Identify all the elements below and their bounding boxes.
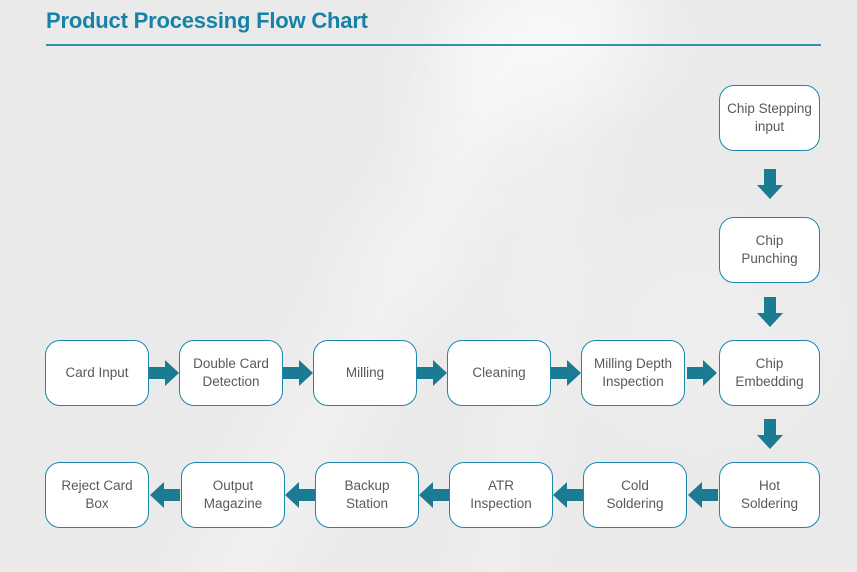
flow-node-label-line: Output [212,478,254,493]
flow-node-label: Cleaning [472,364,525,382]
flow-node-label-line: Chip [755,356,784,371]
flow-node-cleaning[interactable]: Cleaning [447,340,551,406]
flow-node-label-line: Cleaning [472,365,526,380]
flow-node-label-line: Card Input [65,365,129,380]
flow-node-label: Milling [346,364,384,382]
flow-node-atr-inspection[interactable]: ATR Inspection [449,462,553,528]
flow-node-label-line: Soldering [740,496,799,511]
flow-node-label-line: Cold [621,478,649,493]
flow-arrow-right-cleaning-to-milling-depth-inspection [551,360,581,386]
flow-arrow-down-chip-embedding-to-hot-soldering [757,419,783,449]
flow-arrow-down-chip-stepping-input-to-chip-punching [757,169,783,199]
flow-arrow-left-backup-station-to-output-magazine [285,482,315,508]
flow-node-label-line: Detection [202,374,260,389]
flow-node-card-input[interactable]: Card Input [45,340,149,406]
flow-arrow-right-milling-to-cleaning [417,360,447,386]
title-underline-rule [46,44,821,46]
flow-arrow-left-hot-soldering-to-cold-soldering [688,482,718,508]
flow-node-label-line: Milling [345,365,385,380]
flow-node-label-line: Milling Depth [593,356,673,371]
flow-node-label-line: Hot [758,478,780,493]
flow-node-label-line: input [754,119,785,134]
flow-node-label-line: Punching [741,251,798,266]
flow-node-label-line: ATR [487,478,514,493]
flow-arrow-right-milling-depth-inspection-to-chip-embedding [687,360,717,386]
flow-node-label-line: Soldering [606,496,664,511]
flow-node-label-line: Double Card [193,356,269,371]
flow-node-label: Card Input [65,364,128,382]
page-title: Product Processing Flow Chart [46,8,368,33]
flow-node-milling[interactable]: Milling [313,340,417,406]
flow-node-label-line: Inspection [602,374,664,389]
flow-arrow-right-card-input-to-double-card-detection [149,360,179,386]
flow-arrow-left-output-magazine-to-reject-card-box [150,482,180,508]
flow-node-label-line: Chip Stepping [727,101,812,116]
flow-arrow-down-chip-punching-to-chip-embedding [757,297,783,327]
flow-arrow-left-atr-inspection-to-backup-station [419,482,449,508]
flow-node-label-line: Box [85,496,109,511]
flow-node-label-line: Backup [344,478,390,493]
flow-arrow-left-cold-soldering-to-atr-inspection [553,482,583,508]
title-block: Product Processing Flow Chart [46,6,821,46]
flow-arrow-right-double-card-detection-to-milling [283,360,313,386]
flow-node-label-line: Magazine [203,496,263,511]
flow-node-chip-stepping-input[interactable]: Chip Stepping input [719,85,820,151]
flow-node-label-line: Reject Card [61,478,133,493]
flow-node-label-line: Inspection [470,496,532,511]
flow-node-label-line: Station [345,496,389,511]
flow-node-label-line: Chip [755,233,784,248]
flow-node-label: ATR Inspection [470,477,532,513]
flow-node-label-line: Embedding [735,374,804,389]
flow-node-label: Chip Stepping input [727,100,812,136]
